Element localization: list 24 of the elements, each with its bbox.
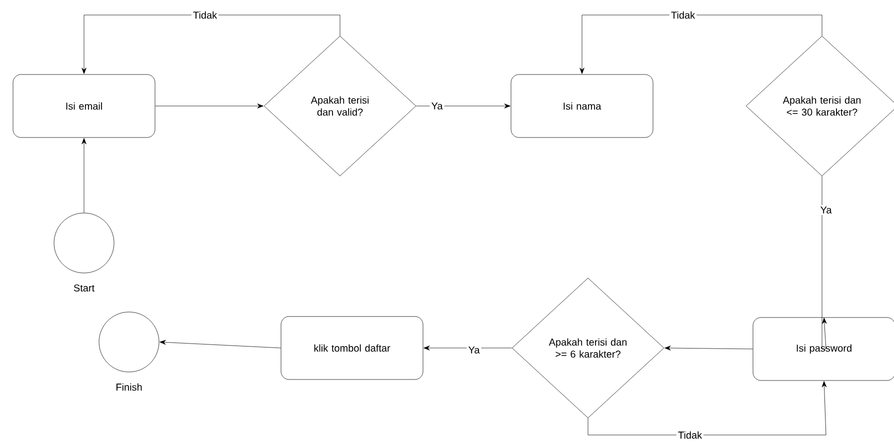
- edge-label: Tidak: [191, 10, 219, 20]
- edge-label: Tidak: [669, 10, 697, 20]
- node-caption: Start: [74, 284, 94, 292]
- arrow: [822, 176, 827, 350]
- process-box: Isi nama: [510, 74, 654, 138]
- process-box: Isi email: [12, 74, 156, 138]
- edge-label: Tidak: [676, 430, 704, 440]
- arrow: [664, 346, 753, 350]
- arrow: [424, 346, 512, 350]
- arrow: [588, 381, 827, 436]
- arrow: [82, 14, 340, 74]
- arrow: [160, 340, 281, 348]
- edge-label: Ya: [466, 345, 482, 355]
- arrow: [82, 138, 86, 213]
- terminal-circle: [54, 212, 114, 274]
- process-box: Isi password: [752, 317, 894, 381]
- arrow: [580, 14, 822, 74]
- terminal-circle: [98, 312, 160, 372]
- edge-label: Ya: [430, 101, 444, 111]
- arrow: [155, 104, 264, 108]
- edge-label: Ya: [818, 205, 834, 215]
- process-box: klik tombol daftar: [280, 316, 424, 380]
- node-caption: Finish: [116, 383, 142, 391]
- arrow: [416, 104, 510, 108]
